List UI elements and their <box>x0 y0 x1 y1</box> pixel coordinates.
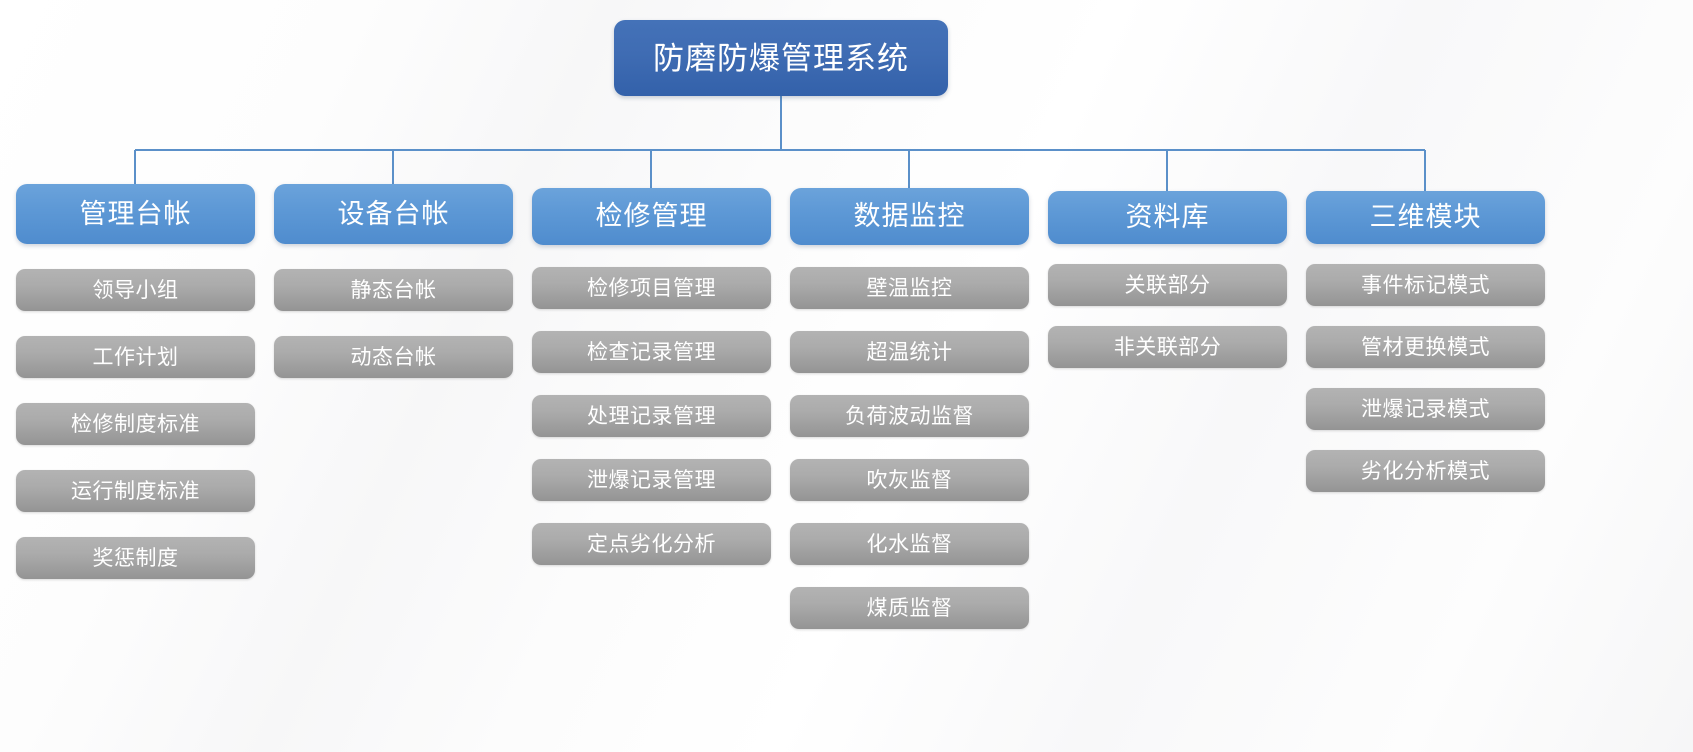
branch-column-1: 管理台帐 领导小组 工作计划 检修制度标准 运行制度标准 奖惩制度 <box>16 184 255 579</box>
level3-node-soot-blowing-supervision[interactable]: 吹灰监督 <box>790 459 1029 501</box>
level3-node-label: 领导小组 <box>92 278 179 302</box>
level3-node-label: 静态台帐 <box>350 278 437 302</box>
level3-node-leadership-group[interactable]: 领导小组 <box>16 269 255 311</box>
level3-node-wall-temperature-monitoring[interactable]: 壁温监控 <box>790 267 1029 309</box>
branch-column-4: 数据监控 壁温监控 超温统计 负荷波动监督 吹灰监督 化水监督 煤质监督 <box>790 188 1029 629</box>
level2-node-label: 三维模块 <box>1369 202 1482 232</box>
level3-node-inspection-record-management[interactable]: 检查记录管理 <box>532 331 771 373</box>
level3-node-coal-quality-supervision[interactable]: 煤质监督 <box>790 587 1029 629</box>
level3-node-label: 定点劣化分析 <box>587 532 716 556</box>
level2-node-label: 资料库 <box>1125 202 1210 232</box>
branch-column-6: 三维模块 事件标记模式 管材更换模式 泄爆记录模式 劣化分析模式 <box>1306 191 1545 492</box>
level3-node-overtemperature-statistics[interactable]: 超温统计 <box>790 331 1029 373</box>
level3-node-label: 壁温监控 <box>866 276 953 300</box>
level2-node-label: 管理台帐 <box>79 198 192 229</box>
root-node-management-system[interactable]: 防磨防爆管理系统 <box>614 20 948 96</box>
branch-column-5: 资料库 关联部分 非关联部分 <box>1048 191 1287 368</box>
level3-node-work-plan[interactable]: 工作计划 <box>16 336 255 378</box>
level3-node-reward-punishment-system[interactable]: 奖惩制度 <box>16 537 255 579</box>
level3-node-degradation-analysis-mode[interactable]: 劣化分析模式 <box>1306 450 1545 492</box>
level3-node-label: 负荷波动监督 <box>845 404 974 428</box>
level3-node-static-ledger[interactable]: 静态台帐 <box>274 269 513 311</box>
level2-node-maintenance-management[interactable]: 检修管理 <box>532 188 771 245</box>
root-node-label: 防磨防爆管理系统 <box>653 40 909 76</box>
level3-node-unrelated-section[interactable]: 非关联部分 <box>1048 326 1287 368</box>
level3-node-processing-record-management[interactable]: 处理记录管理 <box>532 395 771 437</box>
level2-node-document-library[interactable]: 资料库 <box>1048 191 1287 244</box>
level3-node-label: 动态台帐 <box>350 345 437 369</box>
level3-node-label: 煤质监督 <box>866 596 953 620</box>
level3-node-label: 检修制度标准 <box>71 412 200 436</box>
level3-node-maintenance-standards[interactable]: 检修制度标准 <box>16 403 255 445</box>
level3-node-label: 关联部分 <box>1124 273 1211 297</box>
level3-node-label: 事件标记模式 <box>1361 273 1490 297</box>
level3-node-water-chemistry-supervision[interactable]: 化水监督 <box>790 523 1029 565</box>
level3-node-operation-standards[interactable]: 运行制度标准 <box>16 470 255 512</box>
level3-node-label: 泄爆记录模式 <box>1361 397 1490 421</box>
level3-node-label: 劣化分析模式 <box>1361 459 1490 483</box>
branch-column-3: 检修管理 检修项目管理 检查记录管理 处理记录管理 泄爆记录管理 定点劣化分析 <box>532 188 771 565</box>
level3-node-label: 检修项目管理 <box>587 276 716 300</box>
level3-node-label: 化水监督 <box>866 532 953 556</box>
level2-node-label: 设备台帐 <box>337 198 450 229</box>
level3-node-label: 管材更换模式 <box>1361 335 1490 359</box>
level3-node-label: 超温统计 <box>866 340 953 364</box>
level2-node-label: 数据监控 <box>853 201 966 231</box>
level2-node-3d-module[interactable]: 三维模块 <box>1306 191 1545 244</box>
level3-node-label: 吹灰监督 <box>866 468 953 492</box>
level3-node-event-marking-mode[interactable]: 事件标记模式 <box>1306 264 1545 306</box>
level2-node-data-monitoring[interactable]: 数据监控 <box>790 188 1029 245</box>
level3-node-load-fluctuation-supervision[interactable]: 负荷波动监督 <box>790 395 1029 437</box>
level3-node-fixed-point-degradation-analysis[interactable]: 定点劣化分析 <box>532 523 771 565</box>
level2-node-label: 检修管理 <box>595 201 708 231</box>
level3-node-explosion-vent-record-management[interactable]: 泄爆记录管理 <box>532 459 771 501</box>
level3-node-pipe-replacement-mode[interactable]: 管材更换模式 <box>1306 326 1545 368</box>
level2-node-management-ledger[interactable]: 管理台帐 <box>16 184 255 244</box>
level3-node-label: 非关联部分 <box>1113 335 1222 359</box>
level3-node-label: 处理记录管理 <box>587 404 716 428</box>
level3-node-label: 工作计划 <box>92 345 179 369</box>
level3-node-explosion-vent-record-mode[interactable]: 泄爆记录模式 <box>1306 388 1545 430</box>
level3-node-dynamic-ledger[interactable]: 动态台帐 <box>274 336 513 378</box>
level3-node-maintenance-project-management[interactable]: 检修项目管理 <box>532 267 771 309</box>
level3-node-label: 检查记录管理 <box>587 340 716 364</box>
level2-node-equipment-ledger[interactable]: 设备台帐 <box>274 184 513 244</box>
level3-node-label: 泄爆记录管理 <box>587 468 716 492</box>
level3-node-related-section[interactable]: 关联部分 <box>1048 264 1287 306</box>
branch-column-2: 设备台帐 静态台帐 动态台帐 <box>274 184 513 378</box>
level3-node-label: 运行制度标准 <box>71 479 200 503</box>
level3-node-label: 奖惩制度 <box>92 546 179 570</box>
